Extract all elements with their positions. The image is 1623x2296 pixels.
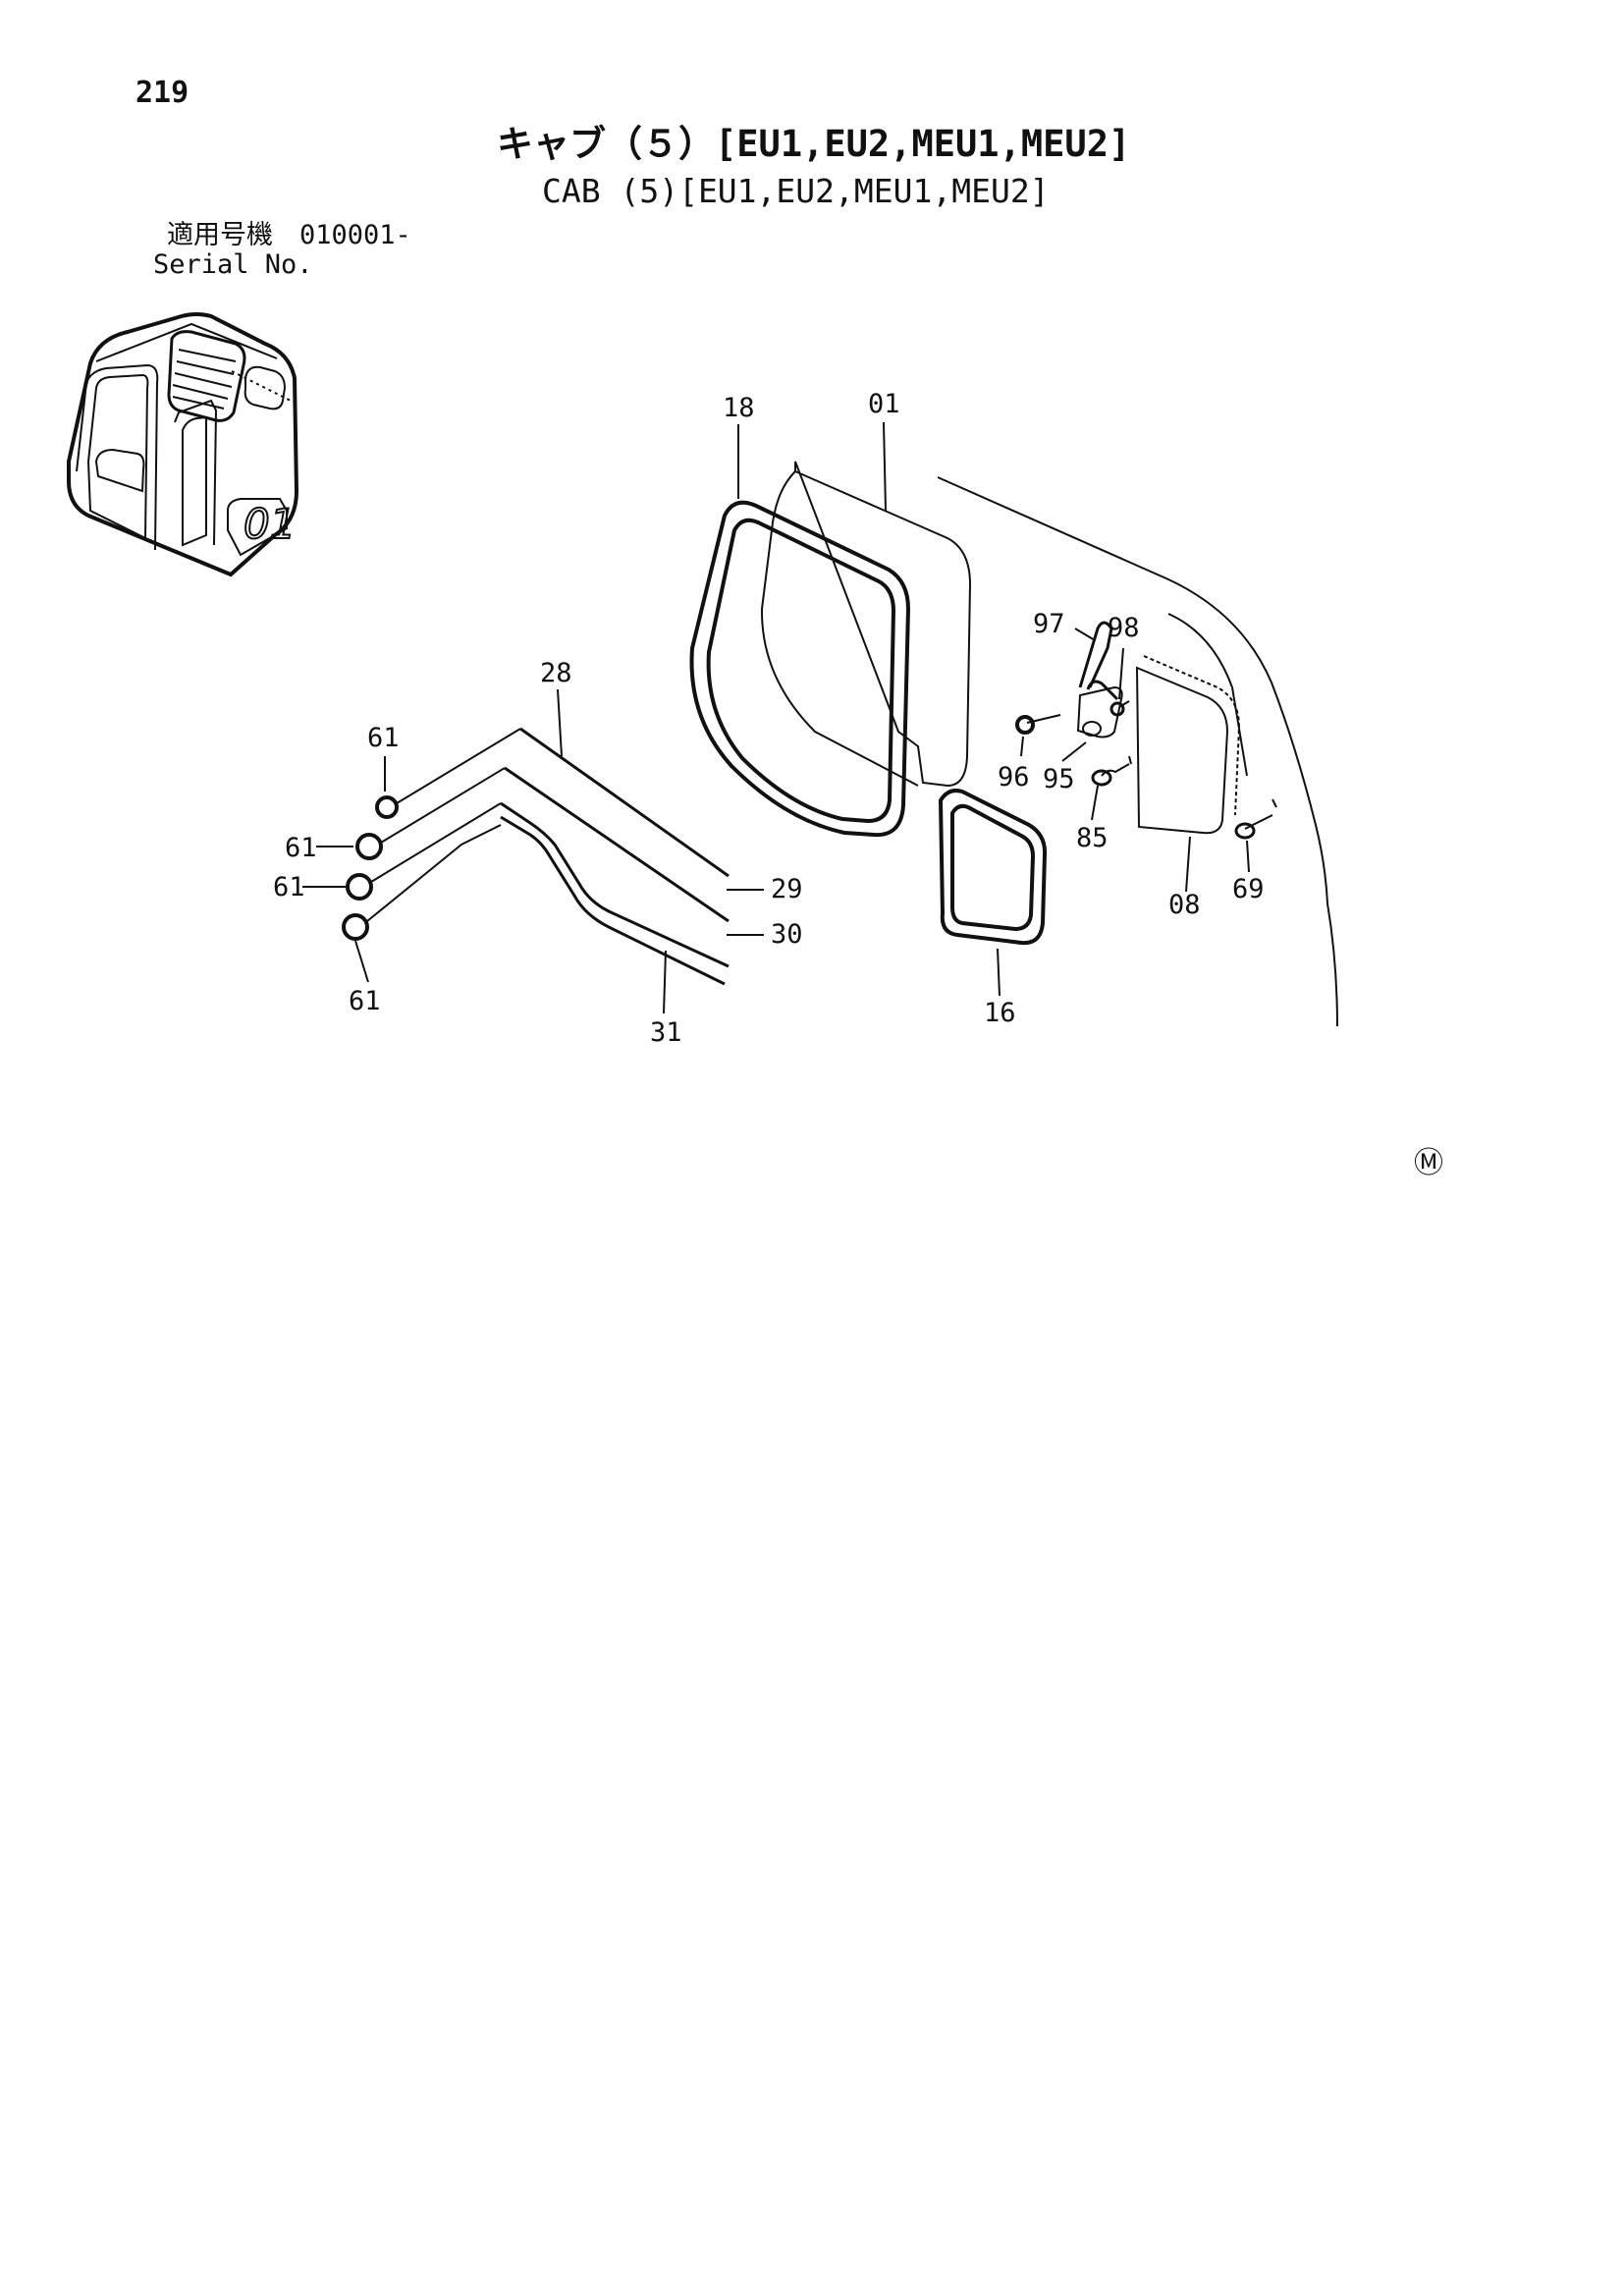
leader-lines	[302, 421, 1250, 1014]
rods-assembly	[342, 727, 730, 986]
part-16-small-weatherstrip	[938, 789, 1048, 946]
callout-28: 28	[540, 658, 572, 688]
callout-95: 95	[1043, 764, 1075, 794]
serial-label-japanese: 適用号機	[167, 220, 273, 250]
callout-85: 85	[1076, 823, 1109, 853]
callout-97: 97	[1033, 609, 1065, 639]
latch-assembly	[1015, 621, 1277, 840]
cab-body-outline	[937, 476, 1338, 1027]
callout-61-top: 61	[367, 723, 400, 753]
inset-cab-number-mark: 01	[243, 500, 296, 548]
page-number: 219	[135, 76, 189, 110]
callout-61-second: 61	[285, 833, 317, 863]
cab-overview-inset: 01	[67, 312, 299, 577]
serial-number-value: 010001-	[299, 220, 411, 250]
callout-16: 16	[984, 998, 1016, 1028]
title-japanese: キャブ（５）[EU1,EU2,MEU1,MEU2]	[497, 123, 1131, 165]
callout-96: 96	[998, 762, 1030, 793]
callout-61-third: 61	[273, 872, 305, 902]
callout-29: 29	[771, 874, 803, 904]
part-01-glass	[760, 461, 972, 788]
callout-98: 98	[1108, 613, 1140, 643]
serial-label-english: Serial No.	[153, 249, 313, 280]
part-08-window-panel	[1135, 655, 1241, 835]
callout-labels: 18 01 28 97 98 61 61 61 61 96 95 85 08 6…	[273, 389, 1265, 1048]
callout-61-bottom: 61	[349, 986, 381, 1016]
callout-69: 69	[1232, 874, 1265, 904]
title-english: CAB (5)[EU1,EU2,MEU1,MEU2]	[542, 172, 1050, 210]
callout-30: 30	[771, 919, 803, 950]
callout-31: 31	[650, 1017, 682, 1048]
maker-mark-m: Ⓜ	[1414, 1146, 1443, 1180]
callout-01: 01	[868, 389, 900, 419]
callout-18: 18	[723, 393, 755, 423]
part-18-weatherstrip	[689, 500, 911, 838]
callout-08: 08	[1168, 890, 1201, 920]
